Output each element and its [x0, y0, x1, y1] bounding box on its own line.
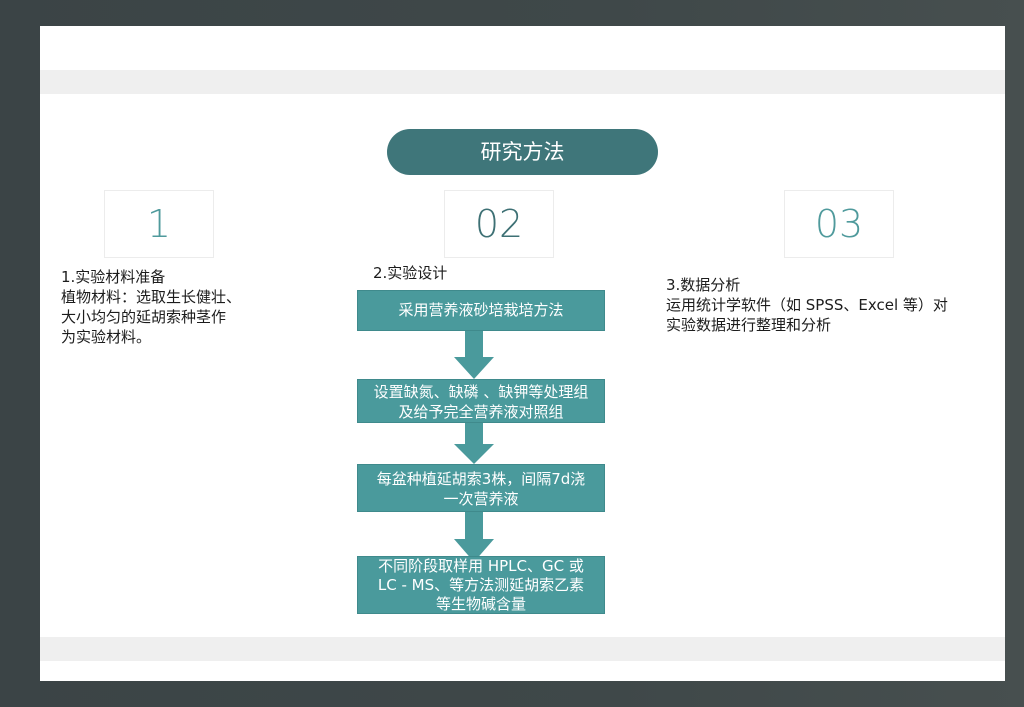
- flow-step-text: 每盆种植延胡索3株，间隔7d浇: [376, 470, 586, 488]
- materials-heading: 1.实验材料准备: [61, 268, 166, 286]
- flow-step-text: 等生物碱含量: [435, 595, 526, 613]
- step-number-3: 03: [784, 190, 894, 258]
- bottom-band: [40, 637, 1005, 661]
- analysis-heading: 3.数据分析: [666, 276, 741, 294]
- flow-step-text: 不同阶段取样用 HPLC、GC 或: [378, 557, 584, 575]
- design-heading: 2.实验设计: [373, 264, 448, 282]
- materials-line: 大小均匀的延胡索种茎作: [61, 308, 227, 326]
- slide-title: 研究方法: [387, 129, 658, 175]
- slide: 研究方法 1 02 03 1.实验材料准备 植物材料：选取生长健壮、 大小均匀的…: [40, 26, 1005, 681]
- flow-step-2: 设置缺氮、缺磷 、缺钾等处理组 及给予完全营养液对照组: [357, 379, 605, 423]
- flow-step-3: 每盆种植延胡索3株，间隔7d浇 一次营养液: [357, 464, 605, 512]
- materials-section: 1.实验材料准备 植物材料：选取生长健壮、 大小均匀的延胡索种茎作 为实验材料。: [61, 267, 301, 347]
- top-band: [40, 70, 1005, 94]
- flow-step-1: 采用营养液砂培栽培方法: [357, 290, 605, 331]
- analysis-section: 3.数据分析 运用统计学软件（如 SPSS、Excel 等）对 实验数据进行整理…: [666, 275, 996, 335]
- step-number-1: 1: [104, 190, 214, 258]
- down-arrow-icon: [454, 423, 494, 464]
- flow-step-text: 采用营养液砂培栽培方法: [398, 301, 564, 319]
- materials-line: 植物材料：选取生长健壮、: [61, 288, 242, 306]
- flow-step-text: 及给予完全营养液对照组: [398, 403, 564, 421]
- flow-step-text: LC - MS、等方法测延胡索乙素: [377, 576, 585, 594]
- analysis-line: 运用统计学软件（如 SPSS、Excel 等）对: [666, 296, 948, 314]
- down-arrow-icon: [454, 512, 494, 562]
- analysis-line: 实验数据进行整理和分析: [666, 316, 832, 334]
- flow-step-4: 不同阶段取样用 HPLC、GC 或 LC - MS、等方法测延胡索乙素 等生物碱…: [357, 556, 605, 614]
- materials-line: 为实验材料。: [61, 328, 152, 346]
- step-number-2: 02: [444, 190, 554, 258]
- flow-step-text: 一次营养液: [443, 490, 519, 508]
- down-arrow-icon: [454, 331, 494, 379]
- flow-step-text: 设置缺氮、缺磷 、缺钾等处理组: [373, 383, 589, 401]
